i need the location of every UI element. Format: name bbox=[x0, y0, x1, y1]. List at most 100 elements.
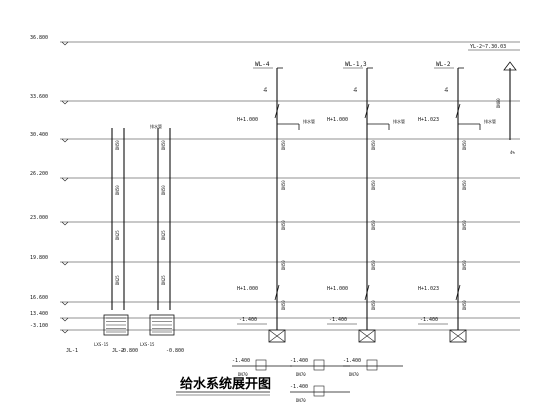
pipe-size-label: DN50 bbox=[462, 300, 467, 310]
vent-cap-icon bbox=[503, 61, 517, 71]
valve-cross bbox=[449, 329, 467, 343]
left-riser-level: -0.800 bbox=[120, 348, 138, 354]
bottom-level: -1.400 bbox=[290, 384, 308, 390]
riser-label: WL-4 bbox=[255, 61, 270, 68]
pipe-size-label: DN50 bbox=[371, 140, 376, 150]
bottom-level: -1.400 bbox=[232, 358, 250, 364]
valve-box bbox=[358, 329, 376, 343]
floor-level-label: 26.200 bbox=[30, 171, 48, 177]
pipe-size-label: DN50 bbox=[281, 220, 286, 230]
floor-lines: 36.800 33.600 30.400 26.200 23.000 19.800 16.6… bbox=[30, 35, 520, 334]
floor-level-label: -3.100 bbox=[30, 323, 48, 329]
elevation-bottom: H+1.000 bbox=[237, 286, 258, 292]
floor-level-label: 30.400 bbox=[30, 132, 48, 138]
base-level: -1.400 bbox=[329, 317, 347, 323]
branch-tick bbox=[274, 103, 280, 119]
valve-box bbox=[449, 329, 467, 343]
elevation-top: H+1.023 bbox=[418, 117, 439, 123]
level-marker-icon bbox=[61, 41, 69, 46]
riser-label: YL-2~7.30.03 bbox=[470, 44, 506, 50]
pipe-size-label: DN25 bbox=[115, 230, 120, 240]
pipe-size-label: DN50 bbox=[462, 220, 467, 230]
bottom-valve bbox=[366, 359, 378, 371]
pipe-size-label: DN50 bbox=[371, 300, 376, 310]
branch-tick bbox=[455, 103, 461, 119]
pipe-size-label: DN70 bbox=[238, 372, 248, 377]
riser-label: WL-2 bbox=[436, 61, 451, 68]
elevation-bottom: H+1.000 bbox=[327, 286, 348, 292]
pipe-size-label: DN50 bbox=[462, 180, 467, 190]
floor-level-label: 36.800 bbox=[30, 35, 48, 41]
valve-box bbox=[268, 329, 286, 343]
pipe-size-label: DN25 bbox=[115, 275, 120, 285]
floor-level-label: 16.600 bbox=[30, 295, 48, 301]
pipe-size-label: DN50 bbox=[161, 185, 166, 195]
valve-cross bbox=[268, 329, 286, 343]
slope-label: 4% bbox=[510, 150, 515, 155]
pipe-size-label: DN50 bbox=[281, 180, 286, 190]
pipe-size-label: DN50 bbox=[462, 140, 467, 150]
branch-note: 排水管 bbox=[393, 118, 405, 124]
level-marker-icon bbox=[61, 177, 69, 182]
pipe-size-label: DN70 bbox=[296, 372, 306, 377]
pipe-size-label: DN80 bbox=[496, 98, 501, 108]
floor-level-label: 23.000 bbox=[30, 215, 48, 221]
meter-box bbox=[103, 314, 129, 336]
bottom-valve bbox=[313, 385, 325, 397]
bottom-level: -1.400 bbox=[343, 358, 361, 364]
base-level: -1.400 bbox=[239, 317, 257, 323]
floor-level-label: 13.400 bbox=[30, 311, 48, 317]
bottom-level: -1.400 bbox=[290, 358, 308, 364]
meter-box bbox=[149, 314, 175, 336]
pipe-size-label: DN50 bbox=[371, 180, 376, 190]
pipe-size-label: DN25 bbox=[161, 275, 166, 285]
elevation-top: H+1.000 bbox=[327, 117, 348, 123]
pipe-size-label: DN50 bbox=[161, 140, 166, 150]
pipe-size-label: DN50 bbox=[281, 300, 286, 310]
branch-note: 排水管 bbox=[303, 118, 315, 124]
branch-note: 排水管 bbox=[484, 118, 496, 124]
level-marker-icon bbox=[61, 261, 69, 266]
floor-level-label: 33.600 bbox=[30, 94, 48, 100]
slope-label: 4% bbox=[444, 87, 449, 92]
floor-level-label: 19.800 bbox=[30, 255, 48, 261]
branch-tick bbox=[364, 103, 370, 119]
pipe-size-label: DN50 bbox=[281, 260, 286, 270]
pipe-size-label: DN50 bbox=[281, 140, 286, 150]
pipe-size-label: DN50 bbox=[371, 260, 376, 270]
elevation-bottom: H+1.023 bbox=[418, 286, 439, 292]
branch-note: 排水管 bbox=[150, 123, 162, 129]
pipe-size-label: DN25 bbox=[161, 230, 166, 240]
pipe-size-label: DN70 bbox=[296, 398, 306, 403]
elevation-top: H+1.000 bbox=[237, 117, 258, 123]
left-riser-note: LXS-15 bbox=[94, 342, 109, 347]
left-riser-label: JL-2 bbox=[112, 348, 124, 354]
pipe-size-label: DN50 bbox=[371, 220, 376, 230]
bottom-valve bbox=[255, 359, 267, 371]
branch-tick bbox=[274, 284, 280, 301]
riser-label: WL-1,3 bbox=[345, 61, 367, 68]
base-level: -1.400 bbox=[420, 317, 438, 323]
valve-cross bbox=[358, 329, 376, 343]
level-marker-icon bbox=[61, 221, 69, 226]
left-risers: DN50DN50DN25DN25JL-1LXS-15-0.800DN50DN50… bbox=[66, 123, 184, 354]
left-riser-level: -0.800 bbox=[166, 348, 184, 354]
slope-label: 4% bbox=[263, 87, 268, 92]
level-marker-icon bbox=[61, 317, 69, 322]
pipe-size-label: DN70 bbox=[349, 372, 359, 377]
level-marker-icon bbox=[61, 329, 69, 334]
pipe-size-label: DN50 bbox=[462, 260, 467, 270]
drawing-title: 给水系统展开图 bbox=[180, 376, 271, 392]
level-marker-icon bbox=[61, 100, 69, 105]
level-marker-icon bbox=[61, 301, 69, 306]
level-marker-icon bbox=[61, 138, 69, 143]
branch-tick bbox=[364, 284, 370, 301]
slope-label: 4% bbox=[353, 87, 358, 92]
branch-tick bbox=[455, 284, 461, 301]
left-riser-note: LXS-15 bbox=[140, 342, 155, 347]
bottom-valve bbox=[313, 359, 325, 371]
